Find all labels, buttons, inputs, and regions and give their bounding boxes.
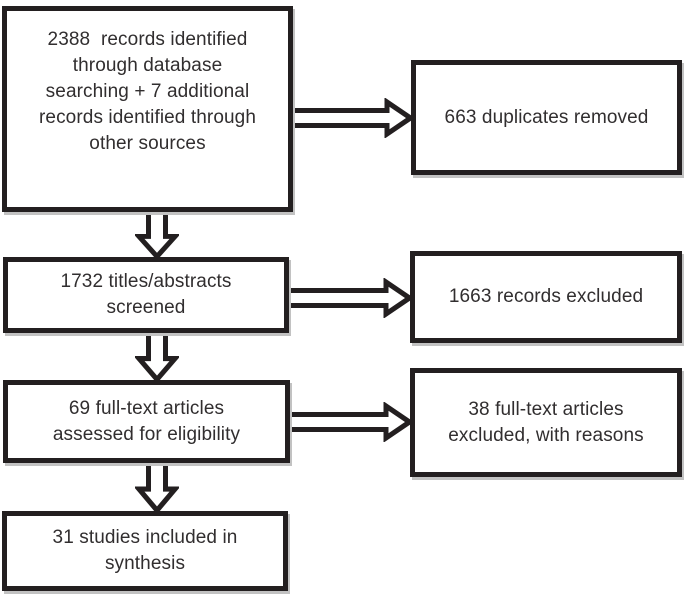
flow-arrow-right-icon bbox=[291, 98, 413, 138]
box-records-identified-text: 2388 records identified through database… bbox=[38, 29, 256, 154]
box-titles-abstracts-screened: 1732 titles/abstracts screened bbox=[3, 257, 289, 333]
box-fulltext-assessed: 69 full-text articles assessed for eligi… bbox=[3, 380, 290, 463]
box-titles-abstracts-screened-text: 1732 titles/abstracts screened bbox=[60, 271, 232, 318]
flow-arrow-right-icon bbox=[288, 402, 412, 442]
flow-arrow-down-icon bbox=[135, 461, 179, 513]
box-fulltext-assessed-text: 69 full-text articles assessed for eligi… bbox=[52, 397, 241, 445]
box-records-excluded: 1663 records excluded bbox=[410, 251, 682, 343]
box-studies-included: 31 studies included in synthesis bbox=[2, 511, 288, 591]
box-records-identified: 2388 records identified through database… bbox=[2, 6, 293, 212]
box-studies-included-text: 31 studies included in synthesis bbox=[52, 527, 238, 574]
box-records-excluded-text: 1663 records excluded bbox=[448, 286, 644, 307]
box-fulltext-excluded: 38 full-text articles excluded, with rea… bbox=[410, 368, 682, 477]
flow-arrow-down-icon bbox=[135, 210, 179, 259]
flow-arrow-right-icon bbox=[287, 278, 412, 318]
box-fulltext-excluded-text: 38 full-text articles excluded, with rea… bbox=[448, 398, 644, 446]
flow-arrow-down-icon bbox=[135, 331, 179, 382]
box-duplicates-removed-text: 663 duplicates removed bbox=[444, 106, 649, 128]
box-duplicates-removed: 663 duplicates removed bbox=[411, 60, 682, 175]
